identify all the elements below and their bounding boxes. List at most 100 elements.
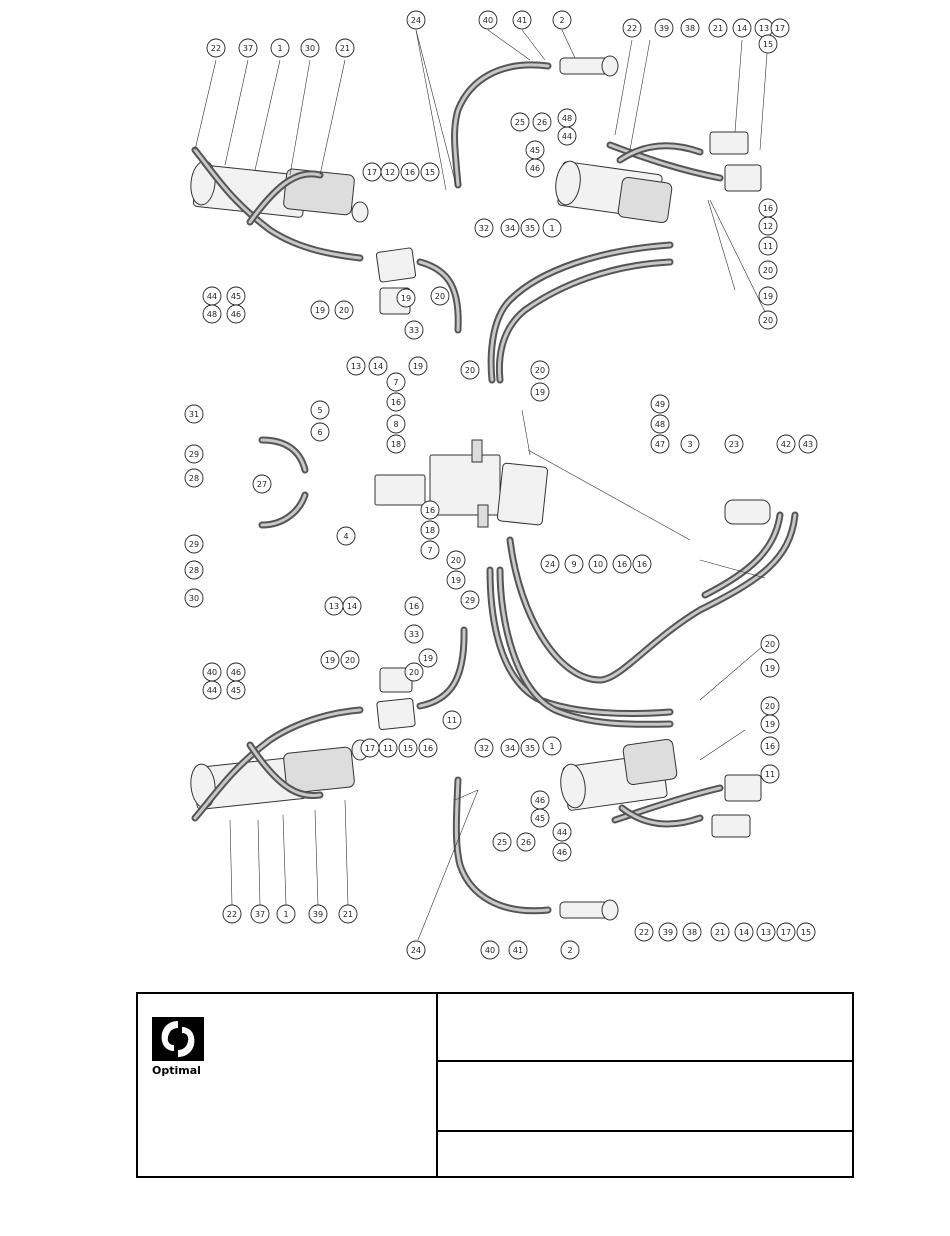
balloon: 26 (532, 112, 552, 132)
cylinder-top-center (451, 55, 619, 189)
svg-text:32: 32 (479, 744, 489, 753)
svg-text:33: 33 (409, 326, 419, 335)
balloon: 45 (226, 680, 246, 700)
balloon: 17 (776, 922, 796, 942)
balloon: 11 (442, 710, 462, 730)
balloon: 38 (682, 922, 702, 942)
balloon: 25 (510, 112, 530, 132)
balloon: 25 (492, 832, 512, 852)
balloon: 29 (184, 444, 204, 464)
balloon: 17 (360, 738, 380, 758)
balloon: 16 (760, 736, 780, 756)
balloon: 19 (408, 356, 428, 376)
balloon: 11 (758, 236, 778, 256)
svg-text:25: 25 (497, 838, 507, 847)
hose-upper-long (487, 241, 674, 384)
balloon: 11 (378, 738, 398, 758)
svg-text:35: 35 (525, 744, 535, 753)
svg-text:22: 22 (627, 24, 637, 33)
balloon: 16 (420, 500, 440, 520)
svg-text:29: 29 (189, 450, 199, 459)
svg-text:20: 20 (765, 640, 775, 649)
balloon: 8 (386, 414, 406, 434)
balloon: 49 (650, 394, 670, 414)
svg-text:21: 21 (713, 24, 723, 33)
balloon: 48 (557, 108, 577, 128)
svg-text:21: 21 (343, 910, 353, 919)
svg-text:45: 45 (535, 814, 545, 823)
svg-text:23: 23 (729, 440, 739, 449)
balloon: 46 (226, 304, 246, 324)
svg-text:46: 46 (231, 310, 241, 319)
svg-text:11: 11 (383, 744, 393, 753)
svg-text:32: 32 (479, 224, 489, 233)
svg-text:40: 40 (207, 668, 217, 677)
svg-text:18: 18 (425, 526, 435, 535)
svg-text:13: 13 (761, 928, 771, 937)
svg-text:16: 16 (423, 744, 433, 753)
svg-text:17: 17 (365, 744, 375, 753)
balloon: 14 (368, 356, 388, 376)
svg-text:48: 48 (207, 310, 217, 319)
svg-text:16: 16 (391, 398, 401, 407)
svg-text:22: 22 (639, 928, 649, 937)
balloon: 20 (460, 360, 480, 380)
balloon: 15 (398, 738, 418, 758)
cylinder-bottom-center (452, 776, 619, 921)
svg-text:14: 14 (347, 602, 357, 611)
balloon: 9 (564, 554, 584, 574)
svg-text:4: 4 (343, 532, 348, 541)
balloon: 16 (612, 554, 632, 574)
balloon: 4 (336, 526, 356, 546)
svg-text:20: 20 (345, 656, 355, 665)
svg-text:49: 49 (655, 400, 665, 409)
svg-text:19: 19 (325, 656, 335, 665)
balloon: 13 (754, 18, 774, 38)
svg-text:19: 19 (315, 306, 325, 315)
balloon: 37 (250, 904, 270, 924)
svg-text:46: 46 (557, 848, 567, 857)
svg-text:19: 19 (401, 294, 411, 303)
svg-text:39: 39 (663, 928, 673, 937)
balloon: 12 (758, 216, 778, 236)
balloon: 13 (756, 922, 776, 942)
balloon: 16 (632, 554, 652, 574)
balloon: 1 (542, 218, 562, 238)
cylinder-bottom-left (190, 706, 369, 822)
title-block-divider (438, 1060, 852, 1062)
balloon: 20 (760, 696, 780, 716)
balloon: 16 (418, 738, 438, 758)
balloon: 15 (758, 34, 778, 54)
balloon: 46 (226, 662, 246, 682)
balloon: 38 (680, 18, 700, 38)
svg-text:17: 17 (367, 168, 377, 177)
svg-text:14: 14 (737, 24, 747, 33)
svg-text:39: 39 (659, 24, 669, 33)
svg-text:37: 37 (243, 44, 253, 53)
balloon: 45 (530, 808, 550, 828)
balloon: 16 (386, 392, 406, 412)
svg-text:37: 37 (255, 910, 265, 919)
balloon: 21 (335, 38, 355, 58)
cylinder-bottom-right (560, 738, 762, 838)
svg-text:13: 13 (351, 362, 361, 371)
balloon: 2 (552, 10, 572, 30)
balloon: 24 (406, 940, 426, 960)
svg-text:16: 16 (765, 742, 775, 751)
svg-text:44: 44 (562, 132, 572, 141)
svg-text:13: 13 (759, 24, 769, 33)
balloon: 30 (300, 38, 320, 58)
balloon: 19 (530, 382, 550, 402)
hydraulic-exploded-diagram: 22 37 1 30 21 24 40 41 2 25 26 22 39 38 … (184, 10, 818, 960)
svg-text:3: 3 (687, 440, 692, 449)
balloon: 15 (420, 162, 440, 182)
balloon: 29 (460, 590, 480, 610)
balloon: 22 (222, 904, 242, 924)
svg-text:17: 17 (775, 24, 785, 33)
svg-text:20: 20 (763, 266, 773, 275)
balloon: 34 (500, 218, 520, 238)
svg-text:24: 24 (411, 16, 421, 25)
svg-text:30: 30 (305, 44, 315, 53)
svg-text:20: 20 (451, 556, 461, 565)
balloon: 19 (418, 648, 438, 668)
